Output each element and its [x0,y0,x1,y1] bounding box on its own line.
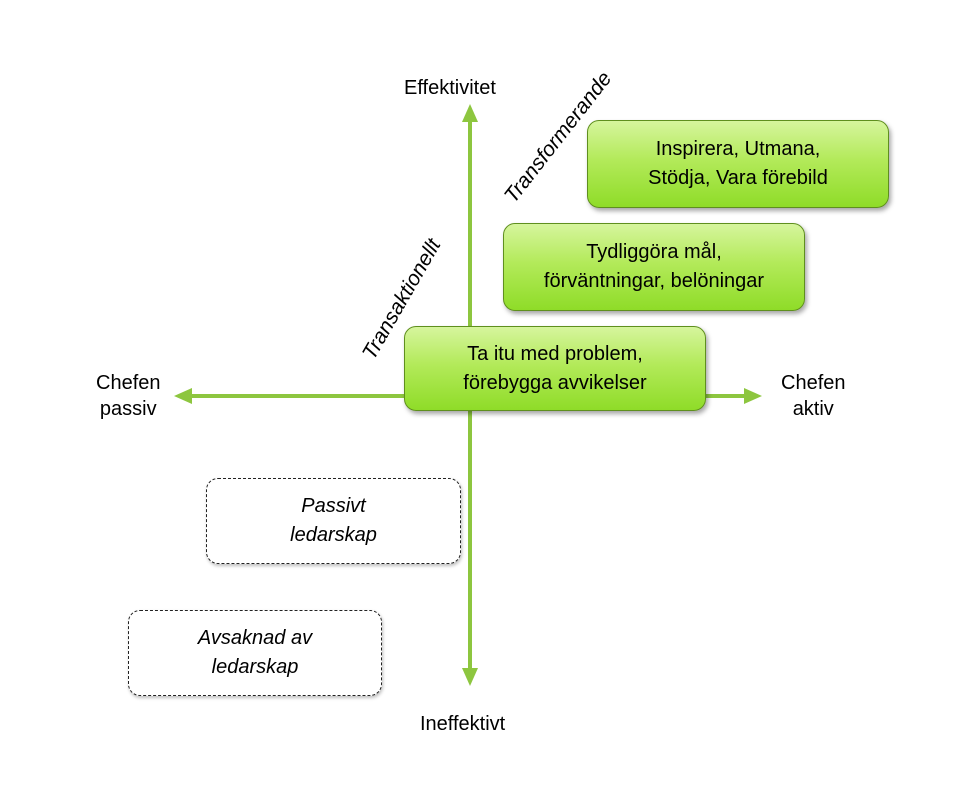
box-inspire: Inspirera, Utmana, Stödja, Vara förebild [587,120,889,208]
axis-label-top-text: Effektivitet [404,77,496,99]
arrow-right-icon [744,388,762,404]
box-address-line2: förebygga avvikelser [463,371,647,394]
box-clarify-line2: förväntningar, belöningar [543,270,765,292]
box-passive-leadership: Passivt ledarskap [206,478,461,564]
arrow-down-icon [462,668,478,686]
box-address-problems: Ta itu med problem, förebygga avvikelser [404,326,706,411]
box-passive-line1: Passivt [301,495,366,517]
box-clarify-line1: Tydliggöra mål, [586,241,722,263]
box-address-line1: Ta itu med problem, [467,342,643,365]
axis-label-right-line2: aktiv [792,398,834,420]
box-passive-line2: ledarskap [290,524,377,546]
axis-label-bottom: Ineffektivt [420,711,505,737]
arrow-up-icon [462,104,478,122]
axis-label-right: Chefen aktiv [781,370,846,422]
axis-label-bottom-text: Ineffektivt [420,713,506,735]
box-clarify: Tydliggöra mål, förväntningar, belöninga… [503,223,805,311]
box-absence-line1: Avsaknad av [197,627,313,649]
box-absence-of-leadership: Avsaknad av ledarskap [128,610,382,696]
box-inspire-line2: Stödja, Vara förebild [648,167,828,189]
axis-label-left-line1: Chefen [96,372,161,394]
arrow-left-icon [174,388,192,404]
box-absence-line2: ledarskap [211,656,299,678]
axis-label-left: Chefen passiv [96,370,161,422]
axis-label-left-line2: passiv [99,398,157,420]
axis-label-top: Effektivitet [404,75,496,101]
box-inspire-line1: Inspirera, Utmana, [655,138,821,160]
axis-label-right-line1: Chefen [781,372,846,394]
